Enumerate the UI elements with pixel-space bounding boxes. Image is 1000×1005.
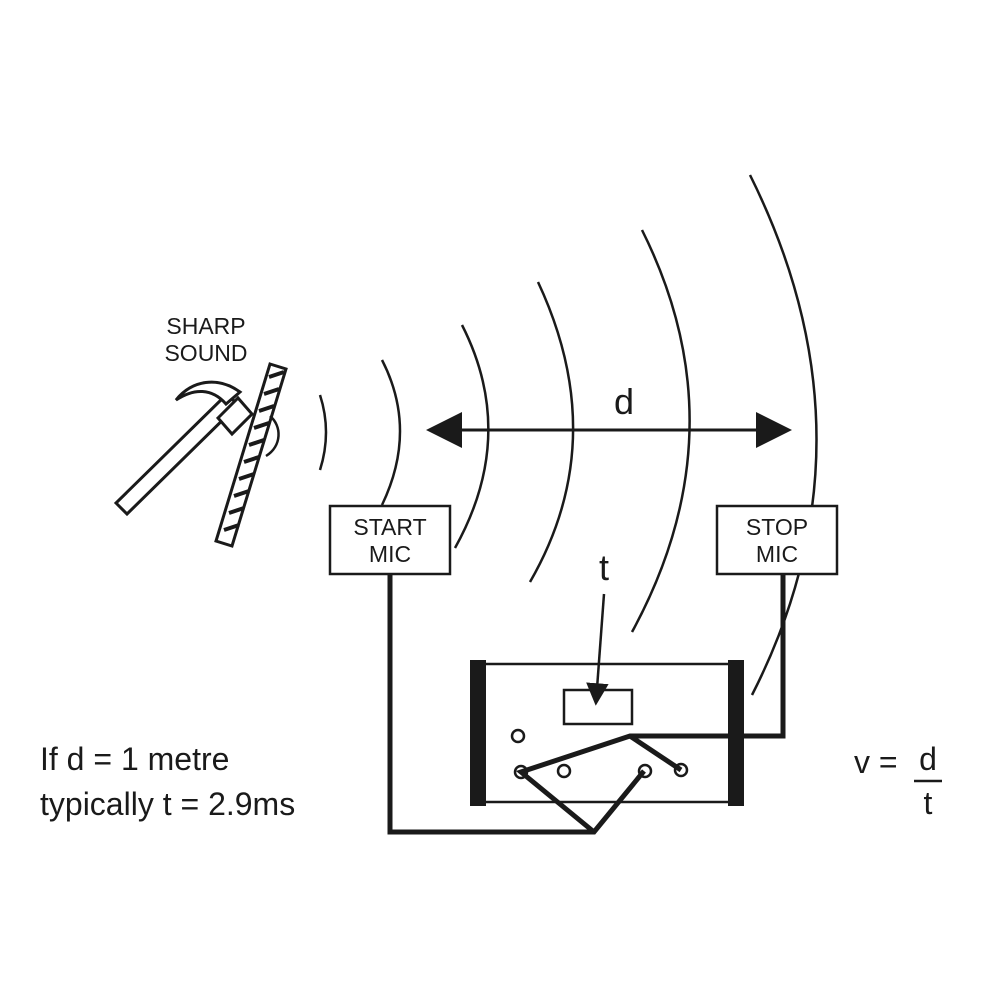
wave-arc-2 xyxy=(380,359,402,506)
timer-left-endcap xyxy=(470,660,486,806)
stop-mic-label-2: MIC xyxy=(756,541,798,567)
distance-label: d xyxy=(614,381,634,422)
sound-waves xyxy=(318,174,818,696)
note-line-2: typically t = 2.9ms xyxy=(40,786,295,822)
start-mic-label-1: START xyxy=(353,514,426,540)
start-mic-box: START MIC xyxy=(328,504,452,576)
timer-right-endcap xyxy=(728,660,744,806)
wave-arc-4 xyxy=(528,281,575,583)
wiring xyxy=(387,574,786,835)
stop-mic-box: STOP MIC xyxy=(715,504,839,576)
sound-label: SOUND xyxy=(164,340,247,366)
time-label: t xyxy=(599,547,609,588)
wave-arc-3 xyxy=(453,324,490,549)
formula-lhs: v = xyxy=(854,744,898,780)
note-line-1: If d = 1 metre xyxy=(40,741,229,777)
stop-mic-wire xyxy=(740,574,786,739)
formula-denominator: t xyxy=(924,785,933,821)
hammer-icon xyxy=(113,380,255,517)
timer-display xyxy=(562,688,634,726)
wave-arc-1 xyxy=(318,394,328,471)
internal-wire-1 xyxy=(515,733,740,834)
striker-plate-icon xyxy=(214,362,288,548)
start-mic-label-2: MIC xyxy=(369,541,411,567)
timer-device xyxy=(470,660,744,806)
start-mic-wire xyxy=(387,574,646,835)
stop-mic-label-1: STOP xyxy=(746,514,808,540)
internal-wire-2 xyxy=(628,733,683,773)
sharp-label: SHARP xyxy=(166,313,245,339)
formula-numerator: d xyxy=(919,741,937,777)
time-arrow xyxy=(586,593,609,706)
